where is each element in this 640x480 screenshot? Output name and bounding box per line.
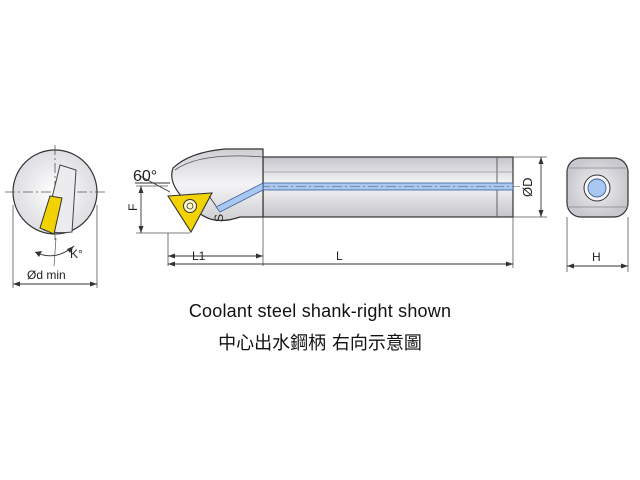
insert-screw — [183, 199, 197, 213]
angle-label: 60° — [133, 168, 157, 185]
side-view: 60° F S L1 L ØD — [126, 148, 547, 268]
head-curve — [174, 155, 264, 171]
f-arrow-bottom — [138, 226, 144, 233]
dmin-label: Ød min — [27, 268, 66, 282]
k-arrow-left — [35, 251, 42, 257]
d-label: ØD — [520, 178, 535, 198]
s-label: S — [212, 214, 226, 222]
bore-section-view: K° Ød min — [5, 145, 105, 288]
l-label: L — [336, 249, 343, 263]
h-arrow-left — [567, 263, 574, 269]
caption-english: Coolant steel shank-right shown — [188, 301, 452, 321]
l1-label: L1 — [192, 249, 206, 263]
dmin-arrow-right — [90, 281, 97, 287]
angle-ref-slanted — [139, 175, 171, 193]
l1-arrow-right — [256, 253, 263, 259]
insert-section — [39, 195, 63, 235]
h-label: H — [592, 250, 601, 264]
insert-edge-mark — [208, 195, 217, 207]
insert-screw-socket — [186, 202, 194, 210]
dmin-arrow-left — [13, 281, 20, 287]
d-arrow-bottom — [538, 210, 544, 217]
f-label: F — [126, 204, 140, 211]
f-arrow-top — [138, 186, 144, 193]
end-view: H — [566, 157, 629, 272]
caption-chinese: 中心出水鋼柄 右向示意圖 — [218, 333, 422, 354]
l1-arrow-left — [168, 253, 175, 259]
k-ref-line — [53, 237, 57, 267]
d-arrow-top — [538, 157, 544, 164]
k-angle-label: K° — [70, 247, 83, 261]
k-arrow-right — [67, 246, 74, 253]
coolant-outlet — [215, 182, 264, 213]
l-arrow-right — [506, 261, 513, 267]
l-arrow-left — [168, 261, 175, 267]
h-arrow-right — [621, 263, 628, 269]
coolant-hole — [587, 178, 607, 198]
